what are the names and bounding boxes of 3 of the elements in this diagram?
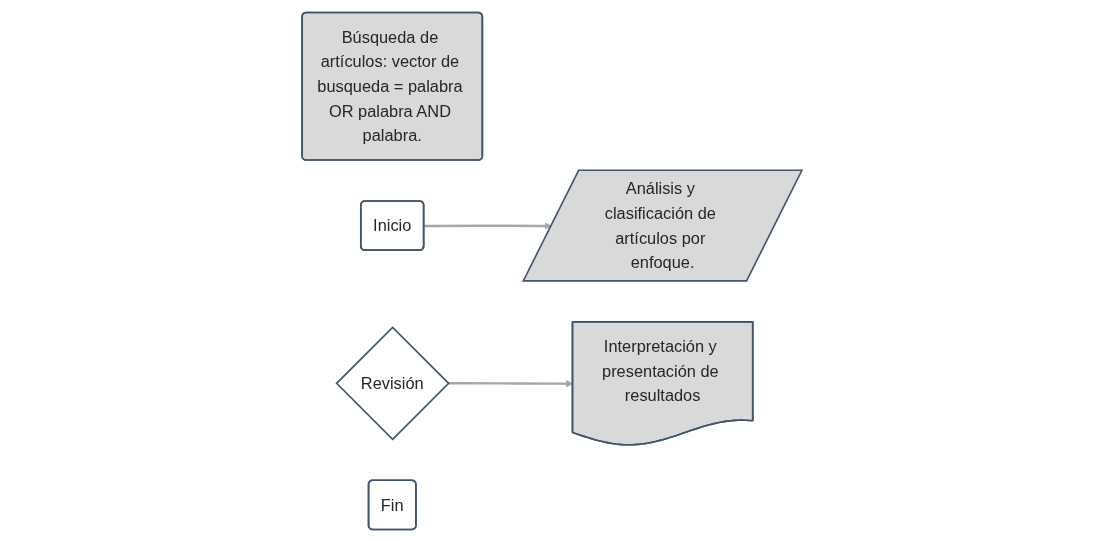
arrow bbox=[447, 379, 573, 387]
node-diamond: Revisión bbox=[334, 325, 450, 440]
arrow bbox=[423, 221, 552, 230]
